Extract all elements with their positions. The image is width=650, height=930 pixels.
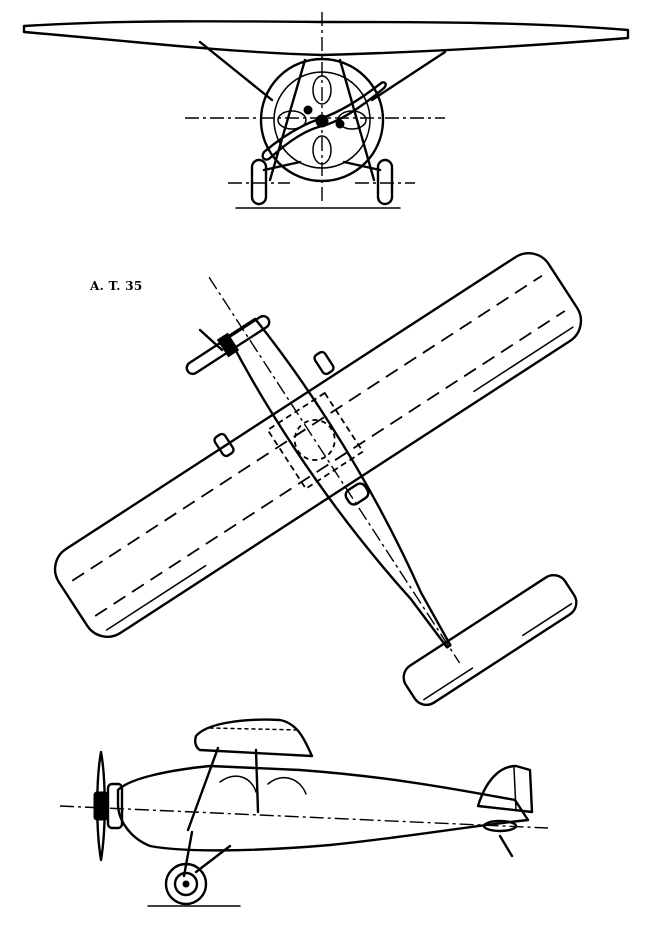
front-view-strut-right xyxy=(370,50,447,102)
front-view-engine-cowl xyxy=(259,57,385,183)
side-view-propeller xyxy=(93,750,124,862)
side-view-fin xyxy=(476,764,534,814)
side-view-strut-rear xyxy=(254,748,260,814)
front-view-spinner xyxy=(315,114,329,128)
side-view-landing-gear xyxy=(147,830,241,907)
side-view-tail-skid xyxy=(498,834,514,858)
front-view-wheel-left xyxy=(250,158,268,206)
front-view-wing xyxy=(22,20,630,57)
side-view-centerline xyxy=(59,805,549,829)
top-view-fuselage xyxy=(208,276,461,664)
side-view-cockpit-rear xyxy=(267,776,307,795)
front-view-landing-gear xyxy=(228,158,415,209)
side-view-wing xyxy=(194,718,314,758)
front-view-wheel-right xyxy=(376,158,394,206)
side-view-wheel xyxy=(164,862,208,906)
top-view-strut-fittings xyxy=(213,350,370,506)
front-view xyxy=(22,12,630,209)
top-view-nose-line xyxy=(198,328,224,352)
side-view-tailplane xyxy=(482,819,518,833)
top-view-tailplane xyxy=(402,573,578,707)
top-view xyxy=(53,252,583,707)
side-view-fuselage xyxy=(116,764,530,852)
top-view-propeller xyxy=(185,314,271,376)
side-view xyxy=(59,718,549,907)
front-view-propeller xyxy=(261,81,387,161)
front-view-engine-inner xyxy=(273,71,371,169)
side-view-strut-front xyxy=(186,746,220,832)
front-view-strut-left xyxy=(198,40,274,102)
aircraft-designation-label: A. T. 35 xyxy=(90,279,143,293)
side-view-cockpit-front xyxy=(219,775,257,793)
